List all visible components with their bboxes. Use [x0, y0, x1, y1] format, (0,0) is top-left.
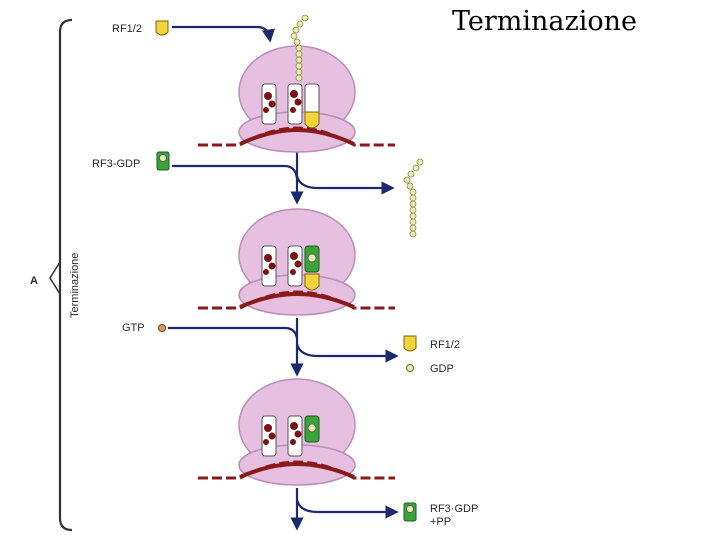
output-rf12-icon [403, 335, 417, 352]
output-rf12-label: RF1/2 [430, 339, 460, 351]
output-pp-label: +PP [430, 516, 451, 528]
side-label: Terminazione [69, 253, 81, 318]
output-rf3-arrow [295, 499, 399, 519]
gtp-dot-icon [158, 324, 166, 332]
rf12-factor-icon [155, 20, 169, 36]
trna-icon [263, 90, 302, 113]
trna-icon [263, 252, 302, 275]
output-rf3-gdp-icon [403, 502, 417, 522]
input-rf12-label: RF1/2 [112, 23, 142, 35]
input-rf3-gdp-label: RF3-GDP [92, 158, 140, 170]
trna-icon [263, 422, 302, 445]
peptide-chain-icon [403, 158, 424, 238]
input-rf12-arrow [172, 25, 275, 43]
input-gtp-label: GTP [122, 322, 145, 334]
gdp-dot-icon [406, 364, 414, 372]
slide-title: Terminazione [452, 6, 638, 37]
output-rf12-arrow [295, 343, 399, 363]
output-rf3-gdp-label: RF3·GDP [430, 503, 478, 515]
output-peptide-arrow [295, 175, 395, 195]
rf3-gdp-factor-icon [156, 151, 170, 171]
ribosome-icon [198, 208, 395, 316]
output-gdp-label: GDP [430, 363, 454, 375]
stage-bracket [49, 18, 73, 532]
ribosome-icon [198, 378, 395, 486]
input-gtp-arrow [168, 326, 299, 339]
panel-letter: A [30, 275, 38, 287]
ribosome-icon [198, 14, 395, 153]
input-rf3-arrow [172, 164, 299, 179]
